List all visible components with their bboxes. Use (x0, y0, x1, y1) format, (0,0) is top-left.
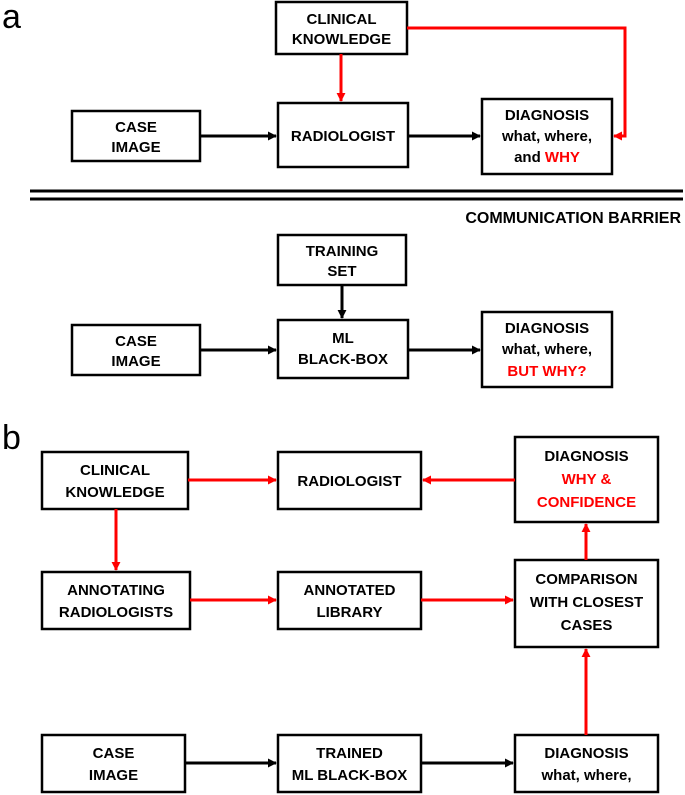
a-diagnosis-line2: what, where, (501, 128, 592, 145)
a-diagnosis-line3-prefix: and (514, 149, 545, 166)
b-diagnosis-top-line1: DIAGNOSIS (544, 448, 628, 465)
a-lower-case-image-line2: IMAGE (111, 353, 160, 370)
b-comparison-line2: WITH CLOSEST (530, 594, 643, 611)
b-annotating-line1: ANNOTATING (67, 582, 165, 599)
a-case-image-box: CASE IMAGE (70, 109, 202, 163)
b-annotating-line2: RADIOLOGISTS (59, 604, 173, 621)
a-case-image-line2: IMAGE (111, 139, 160, 156)
b-case-image-box: CASE IMAGE (40, 733, 187, 794)
a-clinical-knowledge-box: CLINICAL KNOWLEDGE (274, 0, 409, 56)
a-lower-diagnosis-box: DIAGNOSIS what, where, BUT WHY? (480, 310, 614, 389)
a-lower-case-image-line1: CASE (115, 333, 157, 350)
b-case-image-line2: IMAGE (89, 767, 138, 784)
a-radiologist-label: RADIOLOGIST (291, 128, 395, 145)
b-clinical-knowledge-box: CLINICAL KNOWLEDGE (40, 450, 190, 511)
b-comparison-line1: COMPARISON (535, 571, 637, 588)
b-annotating-radiologists-box: ANNOTATING RADIOLOGISTS (40, 570, 192, 631)
b-annotated-library-box: ANNOTATED LIBRARY (276, 570, 423, 631)
b-clinical-knowledge-line2: KNOWLEDGE (65, 484, 164, 501)
a-diagnosis-why: WHY (545, 149, 580, 166)
b-comparison-box: COMPARISON WITH CLOSEST CASES (513, 558, 660, 649)
a-clinical-knowledge-line2: KNOWLEDGE (292, 31, 391, 48)
b-diagnosis-bottom-box: DIAGNOSIS what, where, (513, 733, 660, 794)
b-radiologist-box: RADIOLOGIST (276, 450, 423, 511)
b-diagnosis-why-confidence-line2: CONFIDENCE (537, 494, 636, 511)
panel-a-label: a (2, 0, 21, 36)
a-lower-diagnosis-line1: DIAGNOSIS (505, 320, 589, 337)
a-clinical-knowledge-line1: CLINICAL (307, 11, 377, 28)
a-lower-diagnosis-but-why: BUT WHY? (507, 363, 586, 380)
b-trained-ml-line2: ML BLACK-BOX (292, 767, 408, 784)
b-diagnosis-why-confidence-line1: WHY & (562, 471, 612, 488)
a-training-set-line2: SET (327, 263, 356, 280)
b-diagnosis-bottom-line1: DIAGNOSIS (544, 745, 628, 762)
a-lower-case-image-box: CASE IMAGE (70, 323, 202, 377)
panel-b-label: b (2, 419, 21, 457)
communication-barrier-label: COMMUNICATION BARRIER (465, 210, 681, 227)
b-library-line1: ANNOTATED (304, 582, 396, 599)
b-diagnosis-top-box: DIAGNOSIS WHY & CONFIDENCE (513, 435, 660, 524)
a-diagnosis-line3: and WHY (514, 149, 580, 166)
a-radiologist-box: RADIOLOGIST (276, 101, 410, 169)
a-training-set-box: TRAINING SET (276, 233, 408, 287)
b-comparison-line3: CASES (561, 617, 613, 634)
b-clinical-knowledge-line1: CLINICAL (80, 462, 150, 479)
b-radiologist-label: RADIOLOGIST (297, 473, 401, 490)
a-case-image-line1: CASE (115, 119, 157, 136)
a-arrow-knowledge-to-diagnosis (407, 26, 627, 141)
a-diagnosis-line1: DIAGNOSIS (505, 107, 589, 124)
a-training-set-line1: TRAINING (306, 243, 379, 260)
a-ml-line1: ML (332, 330, 354, 347)
b-trained-ml-line1: TRAINED (316, 745, 383, 762)
b-trained-ml-box: TRAINED ML BLACK-BOX (276, 733, 423, 794)
b-case-image-line1: CASE (93, 745, 135, 762)
b-library-line2: LIBRARY (316, 604, 382, 621)
b-diagnosis-bottom-line2: what, where, (540, 767, 631, 784)
a-ml-black-box: ML BLACK-BOX (276, 318, 410, 380)
a-lower-diagnosis-line2: what, where, (501, 341, 592, 358)
a-diagnosis-box: DIAGNOSIS what, where, and WHY (480, 97, 614, 176)
a-ml-line2: BLACK-BOX (298, 351, 388, 368)
